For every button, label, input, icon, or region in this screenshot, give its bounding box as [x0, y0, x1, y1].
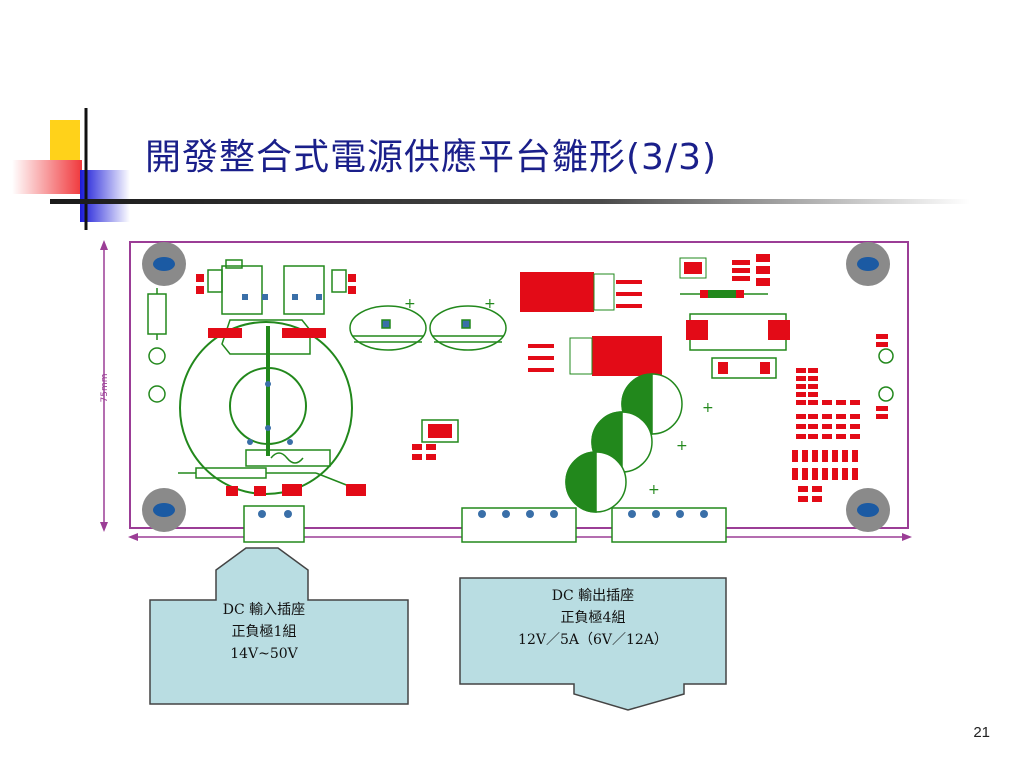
title-decoration: [12, 108, 970, 230]
svg-text:+: +: [484, 296, 496, 312]
board-outline: [129, 241, 909, 529]
blue-square: [80, 170, 130, 222]
output-inductor: [686, 313, 790, 379]
input-callout-line3: 14V~50V: [230, 646, 298, 662]
mounting-holes: [142, 242, 890, 532]
output-connectors: [461, 507, 727, 543]
output-callout-line2: 正負極4組: [561, 610, 626, 626]
top-right-parts: [679, 254, 770, 298]
input-connector: [243, 505, 305, 543]
slide-title-suffix: (3/3): [626, 137, 718, 178]
output-callout-line1: DC 輸出插座: [552, 588, 634, 604]
svg-text:+: +: [648, 482, 660, 498]
pcb-layout-diagram: 75mm 100mm: [100, 240, 912, 711]
page-number: 21: [973, 724, 990, 741]
height-dimension: 75mm: [100, 240, 110, 532]
controller-ic: [412, 419, 459, 460]
input-section: [147, 259, 355, 495]
height-label: 75mm: [100, 374, 110, 403]
test-points: [878, 348, 894, 402]
yellow-square: [50, 120, 80, 160]
power-transistors: [520, 272, 662, 376]
svg-text:+: +: [676, 438, 688, 454]
output-callout-line3: 12V／5A（6V／12A）: [518, 632, 668, 648]
input-red-pads: [196, 274, 366, 496]
filter-capacitors: + +: [349, 296, 507, 351]
resistor-arrays: [792, 334, 888, 502]
svg-text:+: +: [702, 400, 714, 416]
output-capacitors: + + +: [565, 373, 714, 513]
output-callout: DC 輸出插座 正負極4組 12V／5A（6V／12A）: [459, 577, 727, 711]
slide-title: 開發整合式電源供應平台雛形(3/3): [145, 137, 718, 178]
red-square: [12, 160, 82, 194]
input-callout-line2: 正負極1組: [232, 624, 297, 640]
title-underline: [50, 199, 970, 204]
input-callout-line1: DC 輸入插座: [223, 602, 305, 618]
input-callout: DC 輸入插座 正負極1組 14V~50V: [149, 547, 409, 705]
svg-text:+: +: [404, 296, 416, 312]
